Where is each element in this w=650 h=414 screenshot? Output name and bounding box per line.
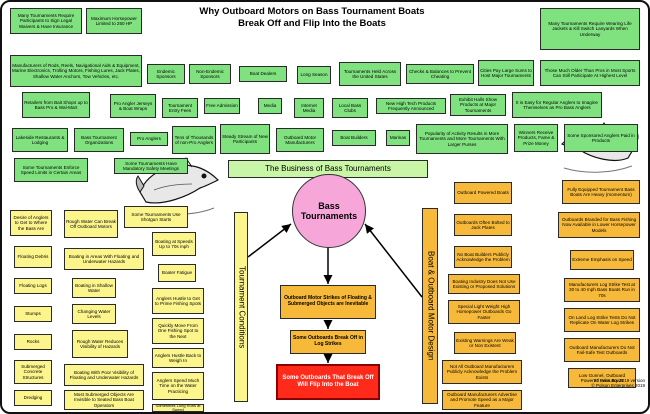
right-c1-outboard-powered-box: Outboard Powered Boats	[454, 182, 512, 204]
left-c3-move-spots-box: Quickly Move From One Fishing Spot to th…	[152, 318, 204, 344]
free-admission-box: Free Admission	[204, 98, 240, 114]
left-c1-floating-debris-box: Floating Debris	[14, 246, 52, 268]
right-c2-log-strike-test-box: Manufacturers Log Strike Test at 30 to 4…	[564, 278, 640, 302]
left-c3-practicing-box: Anglers Spend Much Time on the Water Pra…	[152, 372, 204, 400]
new-participants-box: Steady Stream of New Participants	[220, 124, 270, 154]
tournament-conditions-label: Tournament Conditions	[234, 212, 248, 402]
waivers-box: Many Tournaments Require Participants to…	[10, 8, 82, 34]
popularity-box: Popularity of Activity Results in More T…	[416, 124, 508, 154]
internet-media-box: Internet Media	[294, 98, 324, 118]
bass-tournaments-center: Bass Tournaments	[292, 174, 366, 248]
cities-pay-box: Cities Pay Large Sums to Host Major Tour…	[478, 60, 534, 86]
left-c1-stumps-box: Stumps	[14, 306, 52, 322]
left-c2-water-levels-box: Changing Water Levels	[72, 304, 116, 324]
left-c2-invisible-objects-box: Most Submerged Objects Are Invisible to …	[64, 390, 144, 410]
boat-dealers-box: Boat Dealers	[239, 66, 287, 82]
manufacturers-box: Manufacturers of Rods, Reels, Navigation…	[10, 55, 142, 87]
right-c2-heavy-boats-box: Fully Equipped Tournament Bass Boats Are…	[562, 180, 640, 204]
media-box: Media	[258, 98, 282, 114]
left-c2-reduces-visibility-box: Rough Water Reduces Visibility of Hazard…	[72, 330, 128, 358]
safety-meetings-box: Some Tournaments Have Mandatory Safety M…	[114, 158, 188, 174]
right-c1-existing-solutions-box: Boating Industry Does Not Use Existing o…	[448, 274, 520, 294]
jerseys-wraps-box: Pro Angler Jerseys & Boat Wraps	[110, 94, 156, 118]
right-c1-advertise-speed-box: Outboard Manufacturers Advertise and Pro…	[442, 390, 522, 410]
left-c3-long-runs-box: Sometimes Long Runs at Speed	[152, 404, 204, 412]
footer-version: 27 February 2019 version	[593, 378, 645, 383]
non-endemic-sponsors-box: Non-Endemic Sponsors	[189, 64, 231, 84]
left-c2-poor-visibility-box: Boating With Poor Visibility of Floating…	[64, 364, 144, 386]
right-c2-lower-horsepower-box: Outboards Branded for Bass Fishing Now A…	[558, 212, 640, 238]
older-than-pros-box: Those Much Older Than Pros in Most Sport…	[540, 60, 640, 86]
non-pro-anglers-box: Tens of Thousands of non-Pro Anglers	[172, 126, 216, 154]
right-c1-not-all-acknowledge-box: Not All Outboard Manufacturers Publicly …	[442, 360, 522, 384]
restaurants-lodging-box: Lakeside Restaurants & Lodging	[12, 128, 68, 152]
left-c1-floating-logs-box: Floating Logs	[14, 278, 52, 294]
exhibit-halls-box: Exhibit Halls Show Products at Major Tou…	[450, 94, 506, 116]
left-c3-hustle-spots-box: Anglers Hustle to Get to Prime Fishing S…	[152, 288, 204, 314]
left-c3-speeds-box: Boating at Speeds Up to 70s mph	[152, 232, 196, 256]
left-c2-shallow-water-box: Boating in Shallow Water	[72, 278, 116, 298]
left-c2-rough-water-box: Rough Water Can Break Off Outboard Motor…	[64, 210, 118, 238]
right-c2-emphasis-speed-box: Extreme Emphasis on Speed	[570, 250, 634, 270]
right-c1-jack-plates-box: Outboards Often Bolted to Jack Plates	[454, 214, 512, 236]
left-c3-hustle-back-box: Anglers Hustle Back to Weigh In	[152, 348, 204, 368]
organizations-box: Bass Tournament Organizations	[74, 128, 124, 152]
arrow-conditions	[247, 223, 292, 258]
right-c2-low-gunnel-box: Low Gunnel, Outboard Powered Bass Boats	[568, 368, 636, 388]
diagram-title: Why Outboard Motors on Bass Tournament B…	[152, 6, 472, 30]
right-c2-fail-safe-box: Outboard Manufacturers Do Not Fail-Safe …	[564, 338, 640, 362]
marinas-box: Marinas	[386, 130, 410, 146]
flip-into-boat-box: Some Outboards That Break Off Will Flip …	[276, 364, 380, 400]
speed-limits-box: Some Tournaments Enforce Speed Limits in…	[14, 158, 88, 182]
right-c1-no-acknowledge-box: No Boat Builders Publicly Acknowledge th…	[454, 246, 512, 268]
break-off-box: Some Outboards Break Off in Log Strikes	[290, 330, 366, 354]
regular-anglers-box: It is Easy for Regular Anglers to Imagin…	[512, 92, 602, 118]
title-line-2: Break Off and Flip Into the Boats	[238, 17, 386, 29]
outboard-manufacturers-box: Outboard Motor Manufacturers	[276, 128, 324, 152]
boat-design-label: Boat & Outboard Motor Design	[422, 208, 438, 404]
footer-credits: 27 February 2019 version © Polson Enterp…	[535, 378, 645, 389]
sponsored-anglers-box: Some Sponsored Anglers Paid in Products	[564, 124, 638, 152]
left-c1-concrete-box: Submerged Concrete Structures	[14, 360, 52, 384]
left-c2-hazard-areas-box: Boating in Areas With Floating and Under…	[64, 248, 144, 270]
left-c1-rocks-box: Rocks	[14, 334, 52, 350]
right-c1-weak-warnings-box: Existing Warnings Are Weak or Non Existe…	[454, 332, 516, 354]
right-c2-on-land-tests-box: On Land Log Strike Tests Do Not Replicat…	[564, 308, 640, 332]
winners-receive-box: Winners Receive Products, Fame & Prize M…	[514, 124, 558, 152]
pro-anglers-box: Pro Anglers	[130, 132, 168, 146]
life-jackets-box: Many Tournaments Require Wearing Life Ja…	[540, 8, 640, 50]
footer-copyright: © Polson Enterprises 2019	[591, 383, 645, 389]
left-c1-dredging-box: Dredging	[14, 390, 52, 406]
local-bass-clubs-box: Local Bass Clubs	[332, 98, 368, 118]
retailers-box: Retailers from Bait Shops up to Bass Pro…	[22, 92, 90, 118]
left-c3-fatigue-box: Boater Fatigue	[158, 264, 196, 282]
new-products-box: New High Tech Products Frequently Announ…	[376, 98, 446, 114]
boat-builders-box: Boat Builders	[332, 130, 376, 146]
title-line-1: Why Outboard Motors on Bass Tournament B…	[199, 6, 425, 17]
held-across-us-box: Tournaments Held Across the United State…	[339, 62, 401, 86]
checks-balances-box: Checks & Balances to Prevent Cheating	[406, 64, 474, 84]
max-horsepower-box: Maximum Horsepower Limited to 250 HP	[86, 8, 142, 34]
left-c1-desire-box: Desire of Anglers to Get to Where the Ba…	[10, 210, 52, 236]
right-c1-light-weight-box: Special Light Weight High Horsepower Out…	[448, 300, 520, 324]
long-season-box: Long Season	[297, 66, 331, 84]
inevitable-strikes-box: Outboard Motor Strikes of Floating & Sub…	[280, 285, 376, 319]
left-c3-shotgun-box: Some Tournaments Use Shotgun Starts	[124, 206, 188, 228]
endemic-sponsors-box: Endemic Sponsors	[147, 64, 185, 84]
entry-fees-box: Tournament Entry Fees	[162, 98, 198, 118]
